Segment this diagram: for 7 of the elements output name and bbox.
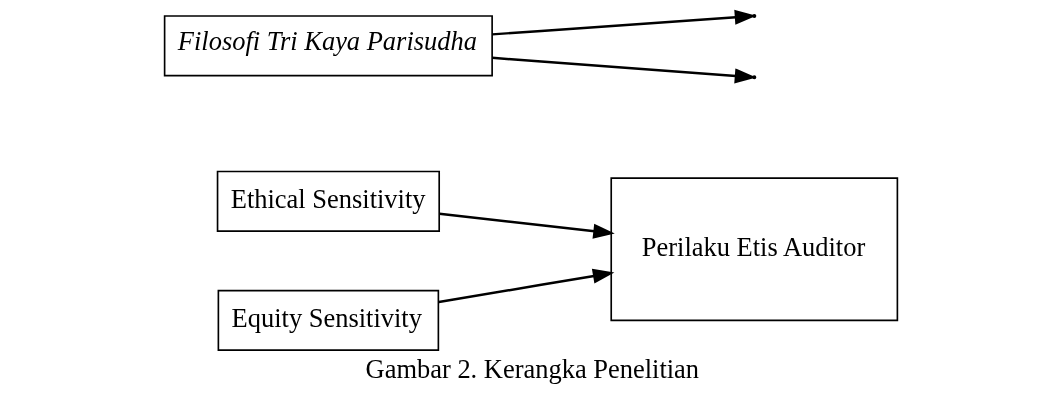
caption: Gambar 2. Kerangka Penelitian: [365, 353, 699, 384]
node-box: Perilaku Etis Auditor: [609, 177, 898, 322]
arrow: [438, 212, 615, 239]
arrow: [438, 268, 614, 304]
node-box: Ethical Sensitivity: [216, 170, 440, 232]
node-box: Filosofi Tri Kaya Parisudha: [163, 15, 493, 77]
node-box: Equity Sensitivity: [217, 289, 439, 351]
